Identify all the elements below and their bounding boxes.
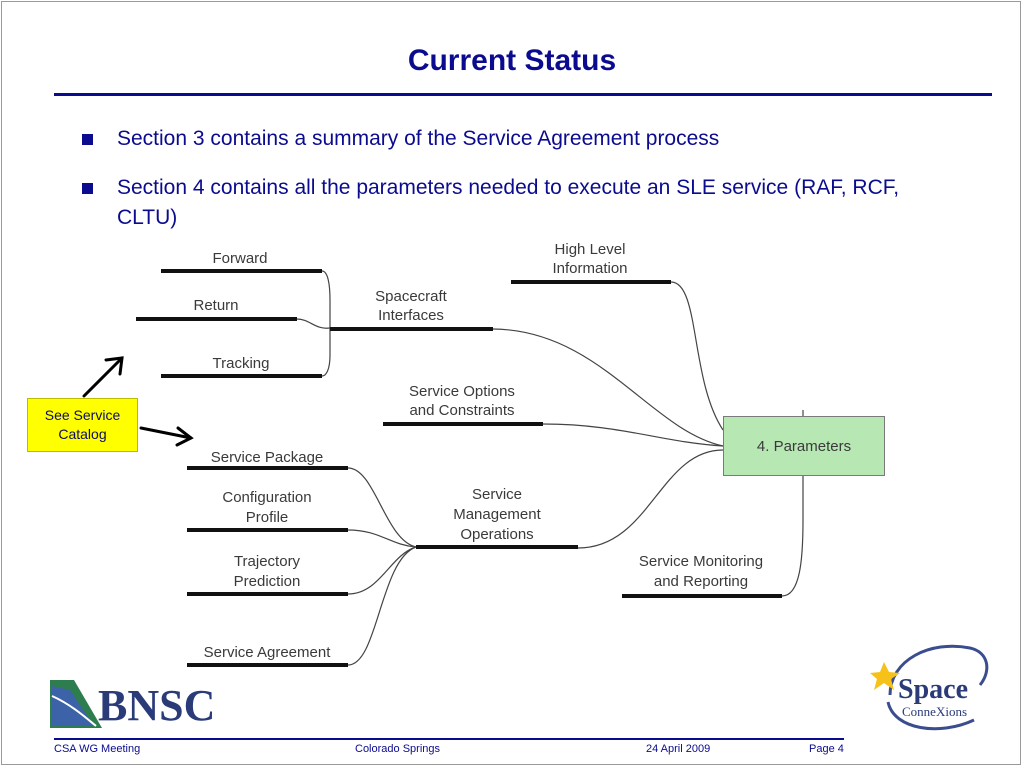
footer-date: 24 April 2009 — [646, 743, 711, 755]
node-label-high-level: High Level — [555, 241, 626, 258]
connector-line — [347, 546, 417, 595]
node-label-management: Operations — [460, 526, 533, 543]
footer-meeting: CSA WG Meeting — [54, 743, 141, 755]
node-label-trajectory: Trajectory — [234, 553, 301, 570]
connexions-logo-text: ConneXions — [902, 704, 967, 719]
footer-rule — [54, 738, 844, 740]
node-label-monitoring: Service Monitoring — [639, 553, 763, 570]
bullet-text: Section 3 contains a summary of the Serv… — [117, 127, 720, 150]
logo-orbit-icon — [886, 701, 975, 731]
bullet-item: Section 4 contains all the parameters ne… — [82, 173, 962, 233]
footer-location: Colorado Springs — [355, 743, 440, 755]
center-node-parameters: 4. Parameters — [723, 416, 885, 476]
node-label-package: Service Package — [211, 449, 324, 466]
node-label-return: Return — [193, 297, 238, 314]
connector-line — [670, 281, 724, 431]
square-bullet-icon — [82, 183, 93, 194]
connector-line — [347, 467, 417, 548]
arrow-head-icon — [104, 356, 124, 376]
connector-line — [347, 529, 417, 548]
node-label-agreement: Service Agreement — [204, 644, 332, 661]
connector-line — [577, 449, 724, 549]
bullet-text: Section 4 contains all the parameters ne… — [117, 176, 900, 229]
node-label-trajectory: Prediction — [234, 573, 301, 590]
node-label-management: Service — [472, 486, 522, 503]
node-label-configuration: Profile — [246, 509, 289, 526]
slide-title: Current Status — [407, 44, 617, 77]
service-catalog-callout: See Service Catalog — [27, 398, 138, 452]
arrow-icon — [139, 426, 193, 440]
square-bullet-icon — [82, 134, 93, 145]
node-label-tracking: Tracking — [213, 355, 270, 372]
logo-swoosh-icon — [51, 695, 97, 727]
logo-orbit-icon — [888, 644, 989, 696]
node-label-spacecraft: Interfaces — [378, 307, 444, 324]
space-connexions-logo: Space ConneXions — [870, 644, 989, 731]
connector-line — [542, 423, 724, 447]
footer-page: Page 4 — [809, 743, 844, 755]
callout-line: See Service — [44, 407, 121, 423]
node-label-high-level: Information — [552, 260, 627, 277]
callout-line: Catalog — [58, 426, 107, 442]
connector-line — [347, 546, 417, 666]
bullet-item: Section 3 contains a summary of the Serv… — [82, 124, 962, 154]
arrow-icon — [82, 356, 124, 398]
title-rule — [54, 93, 992, 96]
arrow-head-icon — [175, 426, 194, 447]
node-label-monitoring: and Reporting — [654, 573, 748, 590]
bnsc-logo: BNSC — [50, 680, 215, 730]
node-label-configuration: Configuration — [222, 489, 311, 506]
node-label-options: Service Options — [409, 383, 515, 400]
connector-line — [781, 476, 804, 597]
connector-line — [296, 318, 331, 329]
node-label-options: and Constraints — [409, 402, 514, 419]
bnsc-logo-text: BNSC — [98, 681, 215, 730]
node-label-spacecraft: Spacecraft — [375, 288, 448, 305]
space-logo-text: Space — [898, 674, 968, 705]
node-label-forward: Forward — [212, 250, 267, 267]
node-label-management: Management — [453, 506, 541, 523]
star-icon — [870, 662, 900, 690]
connector-line — [321, 270, 331, 377]
connector-line — [492, 328, 724, 447]
